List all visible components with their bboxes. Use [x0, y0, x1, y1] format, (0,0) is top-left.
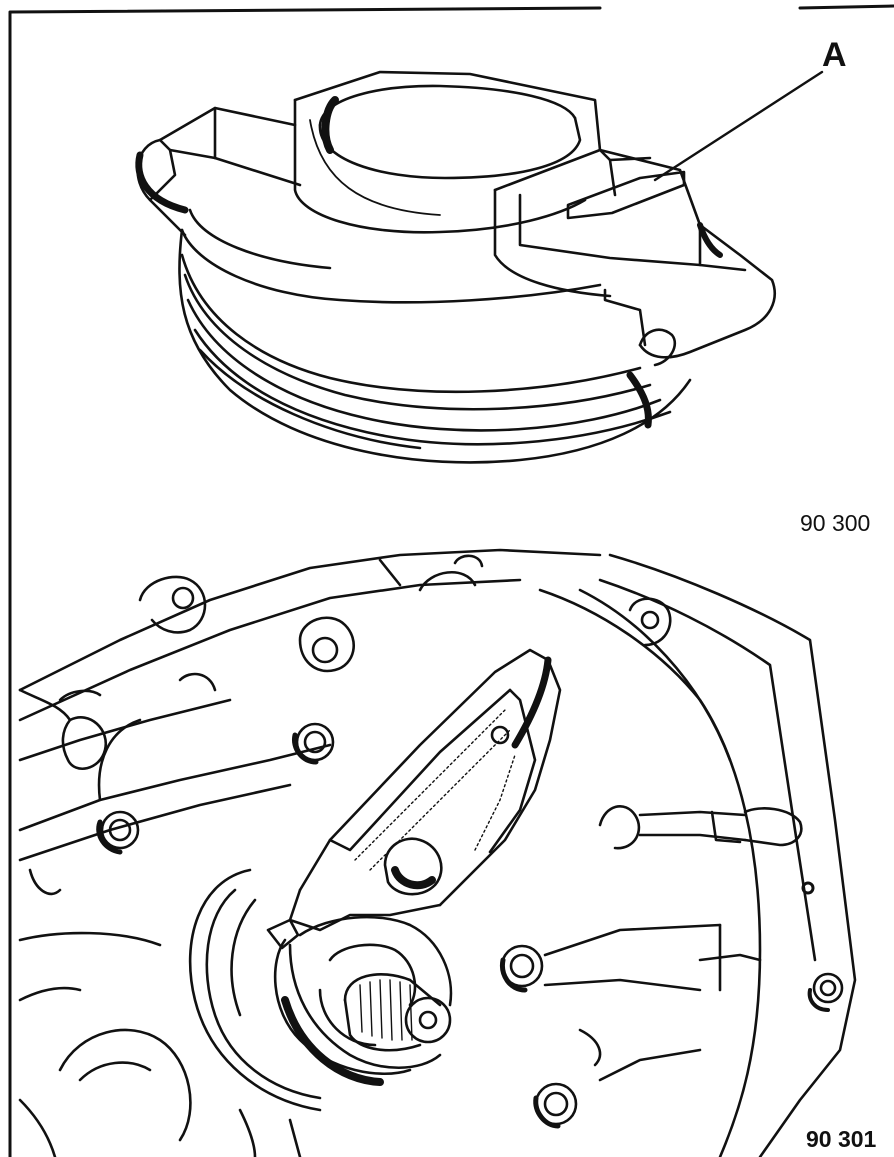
page-frame [8, 4, 894, 1157]
gearbox-housing-illustration [18, 548, 857, 1157]
callout-label-a: A [822, 36, 847, 74]
callout-leader-line [653, 70, 824, 182]
release-bearing-illustration [135, 70, 776, 464]
figure-ref-top: 90 300 [800, 510, 871, 536]
figure-ref-bottom: 90 301 [806, 1126, 877, 1152]
